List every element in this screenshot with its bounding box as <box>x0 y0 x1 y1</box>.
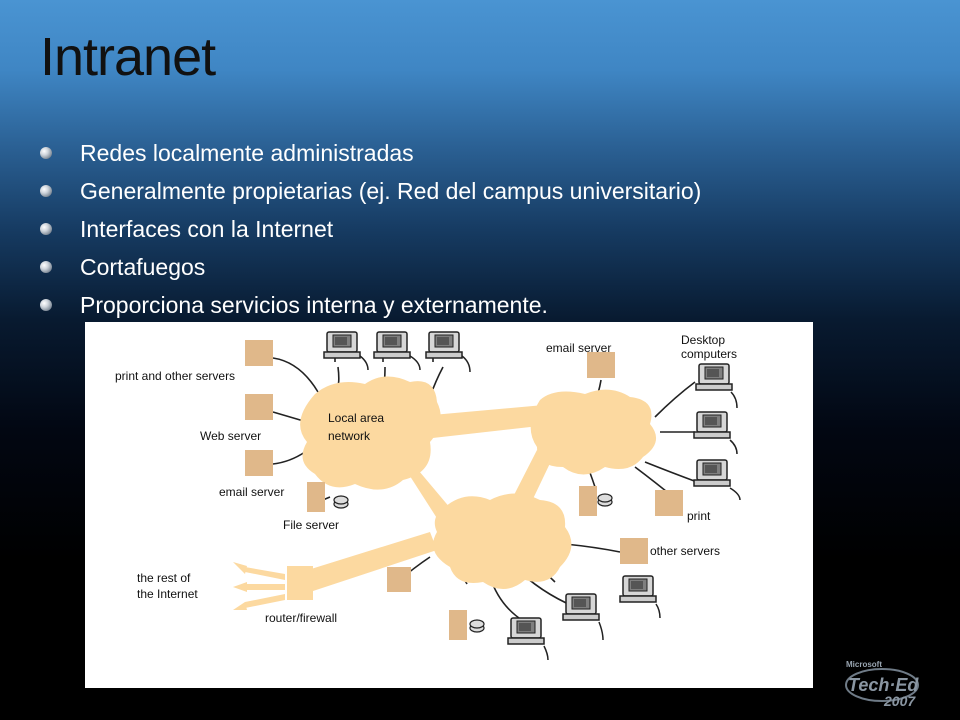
bullet-text: Redes localmente administradas <box>80 140 414 166</box>
bullet-icon <box>40 223 52 235</box>
label-internet-line1: the rest of <box>137 571 191 585</box>
teched-logo: Microsoft Tech·Ed 2007 <box>845 660 919 709</box>
bullet-icon <box>40 185 52 197</box>
network-diagram-svg: print and other servers Web server email… <box>115 331 741 661</box>
network-shapes <box>233 376 657 610</box>
label-lan-line1: Local area <box>328 411 384 425</box>
label-file-server: File server <box>283 518 339 532</box>
bullet-text: Interfaces con la Internet <box>80 216 334 242</box>
disk-icons <box>333 493 613 633</box>
network-diagram: print and other servers Web server email… <box>85 322 813 688</box>
logo-year: 2007 <box>883 693 916 709</box>
label-desktop-line2: computers <box>681 347 737 361</box>
slide-title: Intranet <box>40 27 216 87</box>
logo-main: Tech·Ed <box>848 675 919 695</box>
label-email-server-left: email server <box>219 485 284 499</box>
label-other-servers: other servers <box>650 544 720 558</box>
label-print: print <box>687 509 711 523</box>
bullet-text: Proporciona servicios interna y externam… <box>80 292 548 318</box>
label-print-servers: print and other servers <box>115 369 235 383</box>
label-desktop-line1: Desktop <box>681 333 725 347</box>
computer-cables <box>359 355 741 661</box>
label-internet-line2: the Internet <box>137 587 198 601</box>
label-lan-line2: network <box>328 429 371 443</box>
logo-top: Microsoft <box>846 660 882 669</box>
bullet-text: Cortafuegos <box>80 254 206 280</box>
label-web-server: Web server <box>200 429 261 443</box>
label-router: router/firewall <box>265 611 337 625</box>
bullet-icon <box>40 261 52 273</box>
label-email-server-top: email server <box>546 341 611 355</box>
bullet-icon <box>40 299 52 311</box>
bullet-text: Generalmente propietarias (ej. Red del c… <box>80 178 702 204</box>
bullet-icon <box>40 147 52 159</box>
server-boxes <box>245 340 683 640</box>
